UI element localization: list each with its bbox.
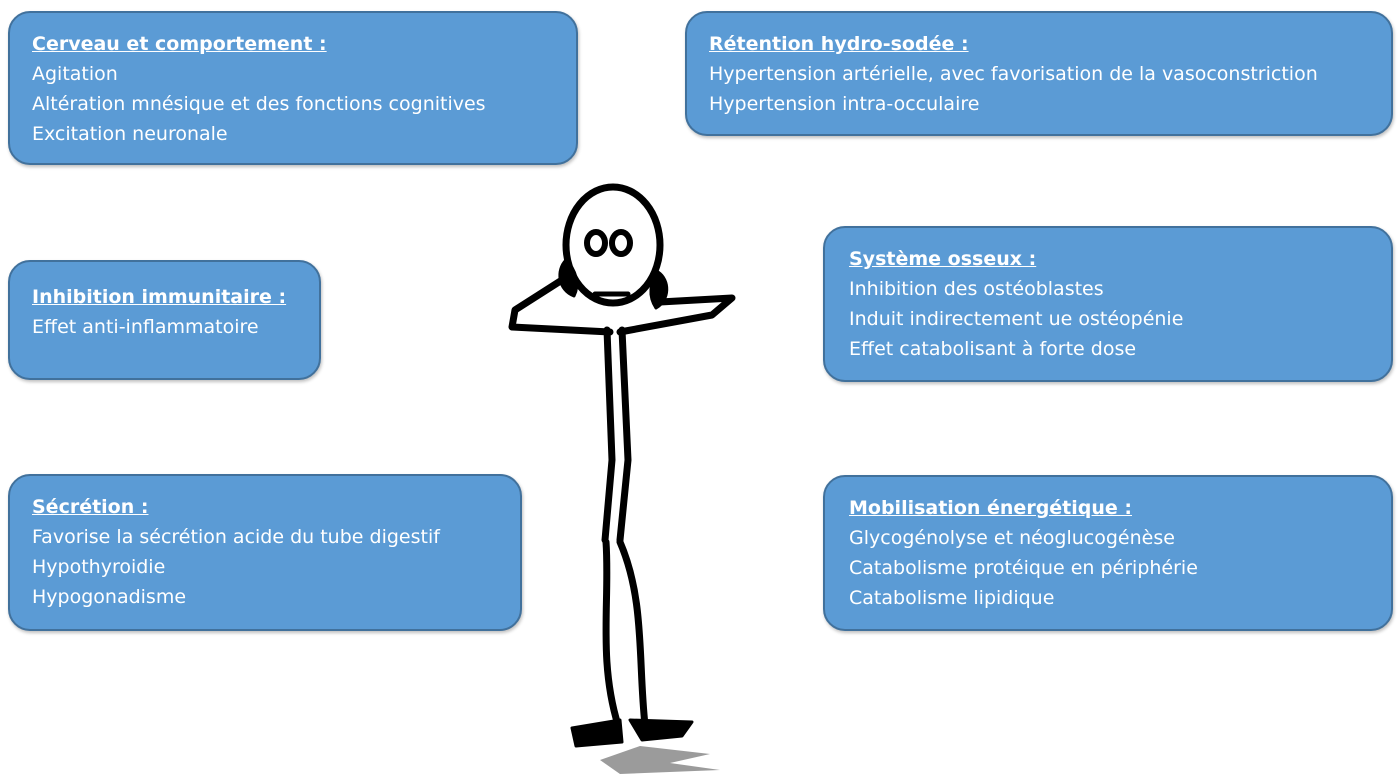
box-item: Inhibition des ostéoblastes (849, 278, 1104, 300)
box-item: Effet catabolisant à forte dose (849, 338, 1137, 360)
box-mobilisation-energetique: Mobilisation énergétique : Glycogénolyse… (823, 475, 1393, 631)
arm-left (508, 276, 614, 336)
box-item: Catabolisme lipidique (849, 587, 1055, 609)
box-title: Mobilisation énergétique : (849, 497, 1132, 519)
box-secretion: Sécrétion : Favorise la sécrétion acide … (8, 474, 522, 631)
box-item: Hypothyroidie (32, 556, 166, 578)
box-title: Rétention hydro-sodée : (709, 33, 969, 55)
box-cerveau-comportement: Cerveau et comportement : Agitation Alté… (8, 11, 578, 165)
stick-figure-headache-icon (508, 183, 736, 774)
leg-left (602, 538, 622, 729)
box-systeme-osseux: Système osseux : Inhibition des ostéobla… (823, 226, 1393, 382)
box-item: Excitation neuronale (32, 123, 228, 145)
eye-left (584, 229, 608, 257)
box-item: Agitation (32, 63, 118, 85)
box-title: Système osseux : (849, 248, 1037, 270)
body-right (616, 326, 632, 544)
shadow-shape (600, 746, 720, 774)
box-item: Hypogonadisme (32, 586, 187, 608)
box-item: Catabolisme protéique en périphérie (849, 557, 1198, 579)
box-retention-hydro-sodee: Rétention hydro-sodée : Hypertension art… (685, 11, 1393, 136)
foot-right (628, 718, 694, 742)
box-item: Glycogénolyse et néoglucogénèse (849, 527, 1175, 549)
box-title: Inhibition immunitaire : (32, 286, 287, 308)
leg-right (616, 538, 649, 729)
box-inhibition-immunitaire: Inhibition immunitaire : Effet anti-infl… (8, 260, 321, 380)
arm-right (616, 294, 736, 336)
box-item: Hypertension intra-occulaire (709, 93, 980, 115)
body-left (601, 326, 616, 544)
hand-left (558, 258, 579, 298)
box-item: Effet anti-inflammatoire (32, 316, 259, 338)
foot-left (570, 718, 624, 748)
box-item: Hypertension artérielle, avec favorisati… (709, 63, 1318, 85)
box-item: Favorise la sécrétion acide du tube dige… (32, 526, 440, 548)
eye-right (609, 229, 633, 257)
box-title: Sécrétion : (32, 496, 149, 518)
head-shape (562, 183, 664, 307)
box-item: Induit indirectement ue ostéopénie (849, 308, 1184, 330)
box-title: Cerveau et comportement : (32, 33, 327, 55)
box-item: Altération mnésique et des fonctions cog… (32, 93, 486, 115)
